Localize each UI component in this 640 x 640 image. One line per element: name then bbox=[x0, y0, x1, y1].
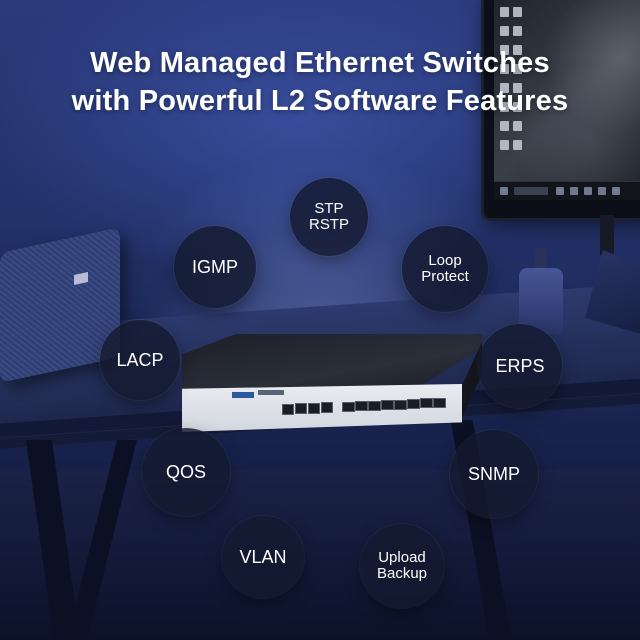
sfp-port bbox=[433, 397, 446, 408]
taskbar-app-icon bbox=[598, 187, 606, 195]
desktop-icon bbox=[513, 140, 522, 150]
desktop-icon bbox=[500, 102, 509, 112]
taskbar-app-icon bbox=[556, 187, 564, 195]
desktop-icon bbox=[500, 7, 509, 17]
sfp-port bbox=[394, 399, 407, 410]
brand-logo bbox=[232, 392, 254, 398]
sfp-port bbox=[420, 398, 433, 409]
headline: Web Managed Ethernet Switches with Power… bbox=[0, 44, 640, 120]
speaker-logo bbox=[74, 272, 88, 286]
taskbar-app-icon bbox=[612, 187, 620, 195]
ethernet-switch bbox=[182, 334, 482, 434]
desktop-icon bbox=[513, 26, 522, 36]
desktop-icon bbox=[500, 140, 509, 150]
feature-lacp: LACP bbox=[100, 320, 180, 400]
desktop-icon bbox=[513, 7, 522, 17]
rj45-port bbox=[282, 404, 294, 415]
desktop-icon bbox=[500, 64, 509, 74]
feature-loop-protect: Loop Protect bbox=[402, 226, 488, 312]
bottle-body bbox=[519, 268, 563, 334]
desktop-icon bbox=[513, 83, 522, 93]
model-label bbox=[258, 390, 284, 395]
taskbar-app-icon bbox=[584, 187, 592, 195]
monitor-stand bbox=[600, 215, 614, 255]
sfp-port bbox=[368, 400, 381, 411]
sfp-port bbox=[342, 402, 355, 412]
desktop-icon bbox=[513, 45, 522, 55]
monitor-screen bbox=[494, 0, 640, 200]
feature-vlan: VLAN bbox=[222, 516, 304, 598]
rj45-port bbox=[308, 402, 320, 414]
desktop-icon bbox=[500, 83, 509, 93]
feature-igmp: IGMP bbox=[174, 226, 256, 308]
taskbar-search bbox=[514, 187, 548, 195]
desktop-icon bbox=[513, 102, 522, 112]
sfp-port bbox=[381, 400, 394, 411]
bottle bbox=[519, 248, 563, 334]
desktop-icons bbox=[500, 6, 534, 158]
rj45-port bbox=[295, 403, 307, 415]
headline-line-2: with Powerful L2 Software Features bbox=[71, 85, 569, 117]
feature-erps: ERPS bbox=[478, 324, 562, 408]
sfp-port bbox=[407, 399, 420, 409]
sfp-port bbox=[355, 401, 368, 412]
desktop-icon bbox=[513, 64, 522, 74]
taskbar-app-icon bbox=[570, 187, 578, 195]
feature-snmp: SNMP bbox=[450, 430, 538, 518]
rj45-port bbox=[321, 402, 333, 414]
switch-top bbox=[182, 334, 482, 392]
feature-stp-rstp: STP RSTP bbox=[290, 178, 368, 256]
taskbar bbox=[494, 181, 640, 200]
feature-qos: QOS bbox=[142, 428, 230, 516]
headline-line-1: Web Managed Ethernet Switches bbox=[90, 47, 550, 79]
monitor bbox=[484, 0, 640, 218]
desktop-icon bbox=[500, 26, 509, 36]
start-icon bbox=[500, 187, 508, 195]
desktop-icon bbox=[500, 45, 509, 55]
feature-upload-backup: Upload Backup bbox=[360, 524, 444, 608]
bottle-neck bbox=[535, 248, 547, 270]
desktop-icon bbox=[500, 121, 509, 131]
desktop-icon bbox=[513, 121, 522, 131]
